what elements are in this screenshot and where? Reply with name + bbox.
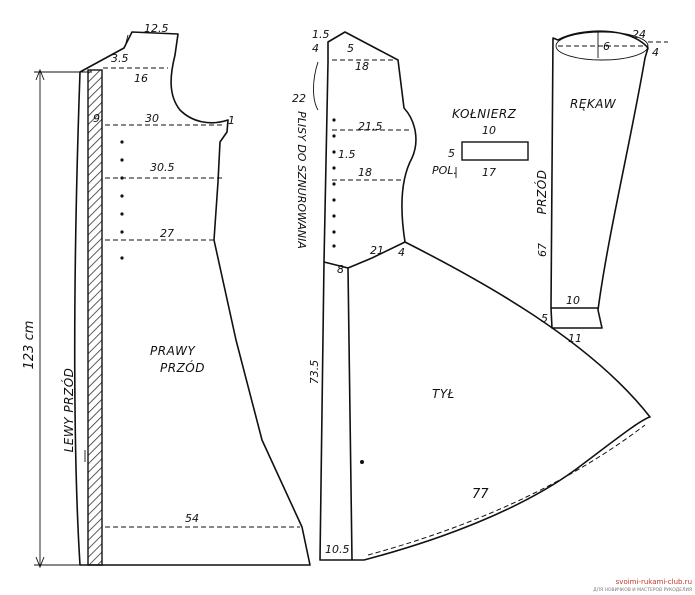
front-hem-label: 54 (185, 512, 199, 525)
back-length-label: 73.5 (308, 360, 321, 385)
back-armhole-depth-label: 22 (292, 92, 306, 105)
right-front-title-line1: PRAWY (150, 344, 196, 358)
front-chest-offset-label: 9 (93, 112, 100, 125)
sleeve-cuff-label: 10 (566, 294, 580, 307)
back-lacing-dots (332, 118, 364, 464)
collar-piece: KOŁNIERZ 10 5 POL. 17 (432, 107, 529, 179)
sleeve-top-label: 24 (632, 28, 646, 41)
back-title: TYŁ (432, 387, 455, 401)
back-waist-label: 18 (358, 166, 372, 179)
sleeve-front-label: PRZÓD (534, 170, 549, 215)
sleeve-piece: RĘKAW 24 6 4 PRZÓD 67 10 5 11 (534, 28, 668, 345)
right-front-title-line2: PRZÓD (160, 360, 205, 375)
back-side-small-label: 8 (337, 263, 344, 276)
back-bottom-label: 10.5 (325, 543, 350, 556)
watermark-tagline: ДЛЯ НОВИЧКОВ И МАСТЕРОВ РУКОДЕЛИЯ (593, 587, 692, 593)
back-neck-width-label: 18 (355, 60, 369, 73)
back-neck-depth-label: 4 (312, 42, 319, 55)
front-piece: 123 cm LEWY PRZÓD 12.5 3.5 16 9 30 1 30.… (22, 22, 311, 569)
back-mark-small-label: 1.5 (338, 148, 356, 161)
left-front-label: LEWY PRZÓD (61, 368, 76, 453)
watermark-site: svoimi-rukami-club.ru (616, 578, 692, 586)
front-shoulder-label: 12.5 (144, 22, 169, 35)
back-hem-label: 77 (472, 487, 489, 502)
sleeve-bottom-label: 11 (568, 332, 582, 345)
back-top-offset-label: 1.5 (312, 28, 330, 41)
front-neck-width-label: 16 (134, 72, 148, 85)
collar-rect (461, 141, 529, 161)
sleeve-cap-mid-label: 6 (603, 40, 610, 53)
front-bust-label: 30.5 (150, 161, 175, 174)
right-front-outline (73, 31, 311, 566)
site-watermark: svoimi-rukami-club.ru ДЛЯ НОВИЧКОВ И МАС… (593, 578, 692, 593)
collar-full-length-label: 17 (482, 166, 496, 179)
sleeve-title: RĘKAW (570, 97, 617, 111)
sleeve-outline (550, 30, 649, 329)
back-chest-label: 21.5 (358, 120, 383, 133)
front-lacing-dots (120, 140, 124, 260)
front-total-length: 123 cm (22, 321, 37, 370)
front-armhole-mark: 1 (228, 114, 235, 127)
front-waist-label: 27 (160, 227, 174, 240)
back-hip-small-label: 4 (398, 246, 405, 259)
sleeve-length-label: 67 (536, 243, 549, 257)
sleeve-cuff-small-label: 5 (541, 312, 548, 325)
back-outline (319, 31, 651, 561)
collar-title: KOŁNIERZ (452, 107, 517, 121)
back-hip-side-label: 21 (370, 244, 384, 257)
front-chest-label: 30 (145, 112, 159, 125)
back-pleats-note: PLISY DO SZNUROWANIA (295, 111, 308, 249)
collar-height-label: 5 (448, 147, 455, 160)
sleeve-top-small-label: 4 (652, 46, 659, 59)
front-neck-depth-label: 3.5 (111, 52, 129, 65)
back-piece: 1.5 4 5 18 22 21.5 1.5 18 21 4 8 PLISY D (292, 28, 651, 561)
back-neck-small-label: 5 (347, 42, 354, 55)
collar-width-label: 10 (482, 124, 496, 137)
left-front-strip (87, 69, 103, 566)
collar-half-label: POL. (432, 164, 457, 177)
